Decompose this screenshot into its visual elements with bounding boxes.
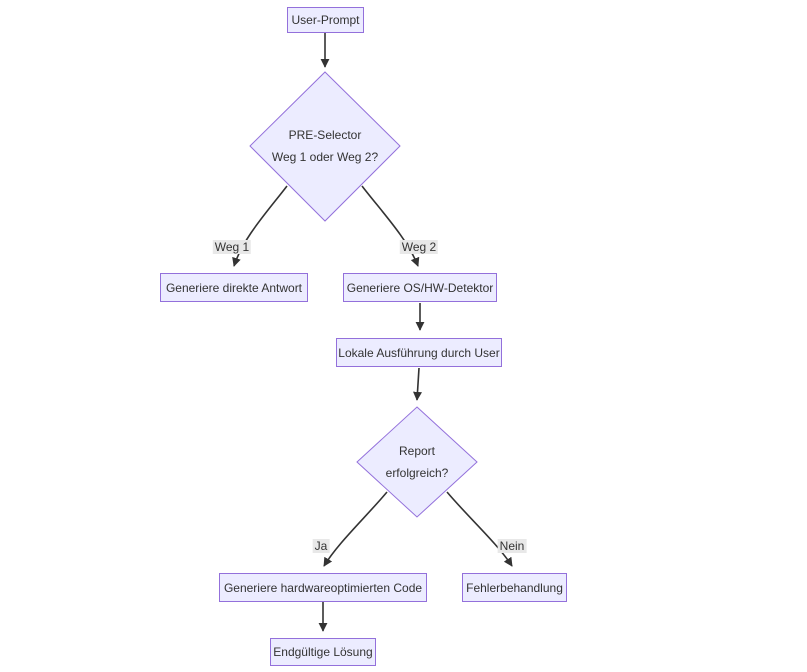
edge-report-to-hardware-code [323, 491, 388, 567]
edge-preselector-to-os-hw-detektor [361, 185, 420, 267]
node-lokale-ausfuehrung-label: Lokale Ausführung durch User [338, 345, 500, 360]
edge-preselector-to-direkte-antwort [232, 185, 288, 267]
edge-report-to-fehlerbehandlung [446, 491, 513, 567]
node-user-prompt: User-Prompt [287, 7, 364, 33]
node-user-prompt-label: User-Prompt [291, 13, 360, 27]
node-fehlerbehandlung: Fehlerbehandlung [462, 573, 567, 602]
node-generiere-direkte-antwort: Generiere direkte Antwort [160, 273, 308, 302]
edge-label-nein: Nein [497, 539, 527, 553]
node-generiere-hardware-code-label: Generiere hardwareoptimierten Code [223, 580, 423, 595]
edge-label-ja: Ja [312, 539, 330, 553]
edge-lokale-ausfuehrung-to-report [413, 367, 422, 401]
node-fehlerbehandlung-label: Fehlerbehandlung [466, 580, 563, 595]
node-generiere-os-hw-detektor-label: Generiere OS/HW-Detektor [346, 280, 494, 295]
edge-label-weg-2: Weg 2 [399, 240, 439, 254]
node-lokale-ausfuehrung: Lokale Ausführung durch User [336, 338, 502, 367]
decision-report-shape [356, 406, 478, 518]
node-generiere-direkte-antwort-label: Generiere direkte Antwort [165, 280, 303, 295]
node-endgueltige-loesung-label: Endgültige Lösung [273, 645, 373, 659]
node-endgueltige-loesung: Endgültige Lösung [270, 638, 376, 666]
decision-pre-selector-shape [249, 71, 401, 222]
node-generiere-os-hw-detektor: Generiere OS/HW-Detektor [343, 273, 497, 302]
node-generiere-hardware-code: Generiere hardwareoptimierten Code [219, 573, 427, 602]
edge-label-weg-1: Weg 1 [212, 240, 252, 254]
